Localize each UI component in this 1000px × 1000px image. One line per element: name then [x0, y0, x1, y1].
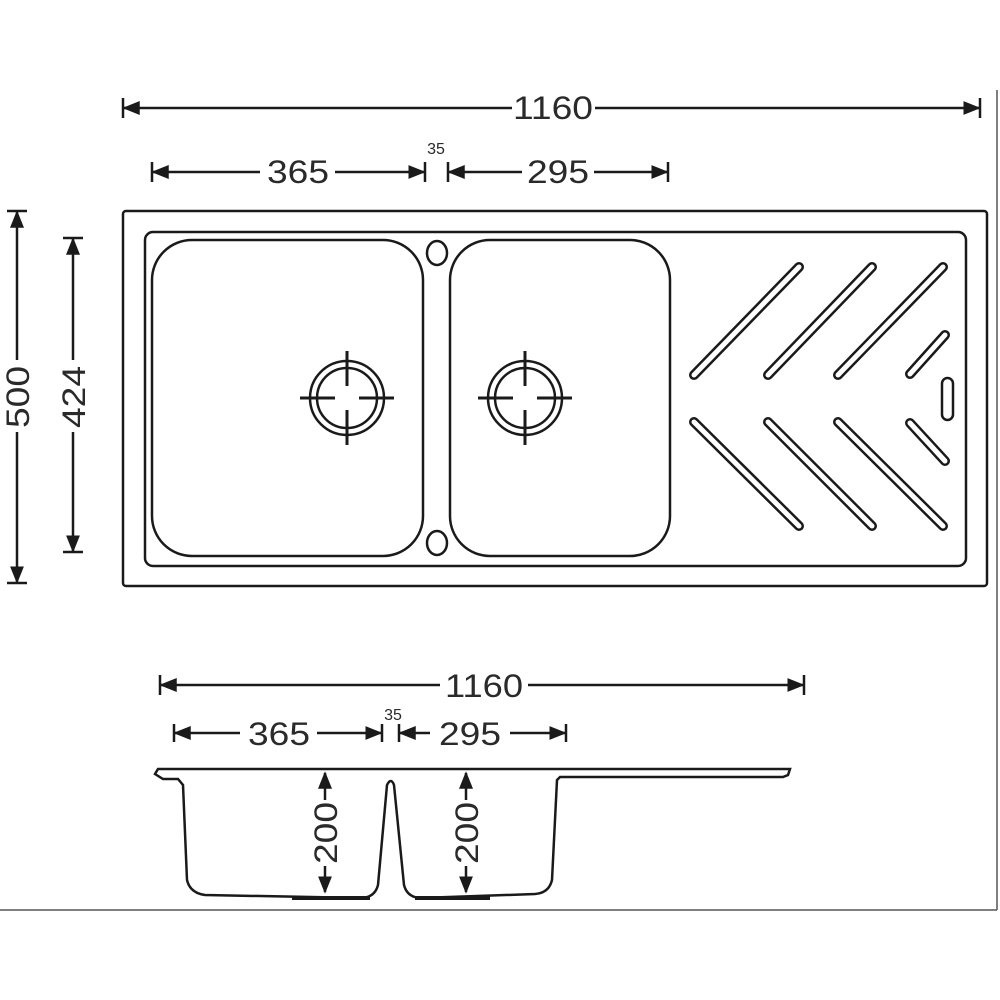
drainer-grooves	[689, 262, 950, 531]
right-drain-icon	[478, 351, 572, 445]
groove	[833, 417, 948, 531]
groove	[689, 417, 804, 531]
sink-inner-rim	[143, 230, 968, 568]
section-overall-width-label: 1160	[445, 668, 523, 704]
dim-plan-left-bowl: 365	[150, 154, 427, 190]
left-bowl	[150, 238, 425, 558]
groove	[763, 262, 877, 380]
tap-hole-bottom	[425, 529, 449, 557]
plan-left-bowl-label: 365	[267, 154, 329, 190]
groove	[689, 262, 804, 380]
section-right-bowl-label: 295	[439, 716, 501, 752]
section-left-depth-label: 200	[308, 802, 344, 864]
dim-section-right-depth: 200	[449, 771, 485, 894]
dim-section-right-bowl: 295	[397, 716, 568, 752]
dim-section-left-bowl: 365	[172, 716, 384, 752]
dim-section-overall-width: 1160	[158, 668, 806, 704]
dim-plan-right-bowl: 295	[446, 154, 670, 190]
section-bowl-gap-label: 35	[384, 707, 402, 724]
right-bowl	[448, 238, 672, 558]
section-right-depth-label: 200	[449, 802, 485, 864]
groove	[905, 418, 950, 466]
groove	[833, 262, 948, 380]
plan-bowl-gap-label: 35	[427, 141, 445, 158]
groove	[905, 330, 950, 379]
dim-plan-overall-depth: 500	[0, 209, 36, 585]
sink-outer-outline	[121, 209, 989, 588]
plan-overall-width-label: 1160	[513, 90, 593, 126]
section-left-bowl-label: 365	[248, 716, 310, 752]
plan-inner-depth-label: 424	[56, 366, 92, 428]
plan-right-bowl-label: 295	[527, 154, 589, 190]
overflow-slot	[940, 376, 955, 422]
plan-overall-depth-label: 500	[0, 366, 36, 428]
dim-plan-overall-width: 1160	[121, 90, 982, 126]
dim-section-left-depth: 200	[308, 771, 344, 894]
dim-plan-inner-depth: 424	[56, 236, 92, 554]
left-drain-icon	[300, 351, 394, 445]
tap-hole-top	[425, 239, 449, 267]
groove	[763, 417, 877, 531]
sink-section-profile	[153, 767, 792, 900]
